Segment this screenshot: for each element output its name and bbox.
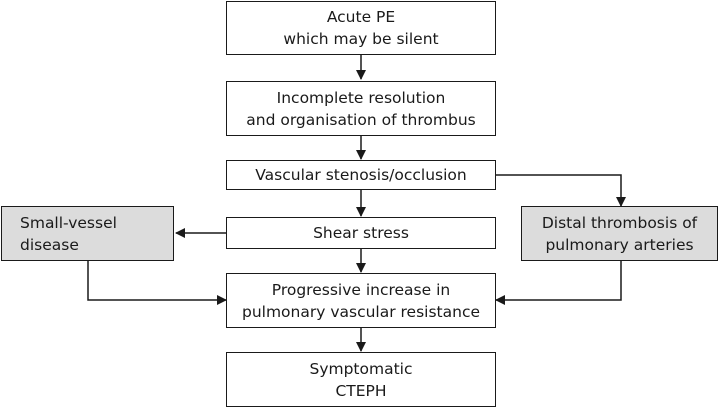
node-distal-thrombosis-line1: Distal thrombosis of — [541, 213, 698, 232]
arrow-small-vessel-to-progressive — [87, 261, 227, 305]
node-incomplete-resolution: Incomplete resolution and organisation o… — [226, 81, 496, 136]
node-progressive-increase-line2: pulmonary vascular resistance — [241, 302, 481, 321]
node-small-vessel-line2: disease — [20, 235, 79, 254]
node-symptomatic-cteph: Symptomatic CTEPH — [226, 352, 496, 407]
node-acute-pe: Acute PE which may be silent — [226, 1, 496, 55]
node-symptomatic-line1: Symptomatic — [309, 359, 413, 378]
node-vascular-stenosis-line1: Vascular stenosis/occlusion — [255, 166, 467, 184]
node-progressive-increase-line1: Progressive increase in — [271, 280, 451, 299]
node-incomplete-resolution-line1: Incomplete resolution — [276, 88, 446, 107]
node-distal-thrombosis: Distal thrombosis of pulmonary arteries — [521, 206, 718, 261]
node-progressive-increase: Progressive increase in pulmonary vascul… — [226, 273, 496, 328]
node-acute-pe-line1: Acute PE — [326, 8, 396, 26]
node-acute-pe-line2: which may be silent — [283, 30, 439, 48]
arrow-stenosis-to-distal — [496, 174, 626, 207]
node-small-vessel-line1: Small-vessel — [20, 213, 117, 232]
node-vascular-stenosis: Vascular stenosis/occlusion — [226, 160, 496, 190]
node-shear-stress: Shear stress — [226, 217, 496, 249]
arrow-distal-to-progressive — [495, 261, 622, 305]
node-shear-stress-line1: Shear stress — [313, 224, 409, 242]
node-distal-thrombosis-line2: pulmonary arteries — [545, 235, 694, 254]
node-incomplete-resolution-line2: and organisation of thrombus — [246, 110, 476, 129]
node-symptomatic-line2: CTEPH — [335, 381, 387, 400]
node-small-vessel-disease: Small-vessel disease — [1, 206, 174, 261]
